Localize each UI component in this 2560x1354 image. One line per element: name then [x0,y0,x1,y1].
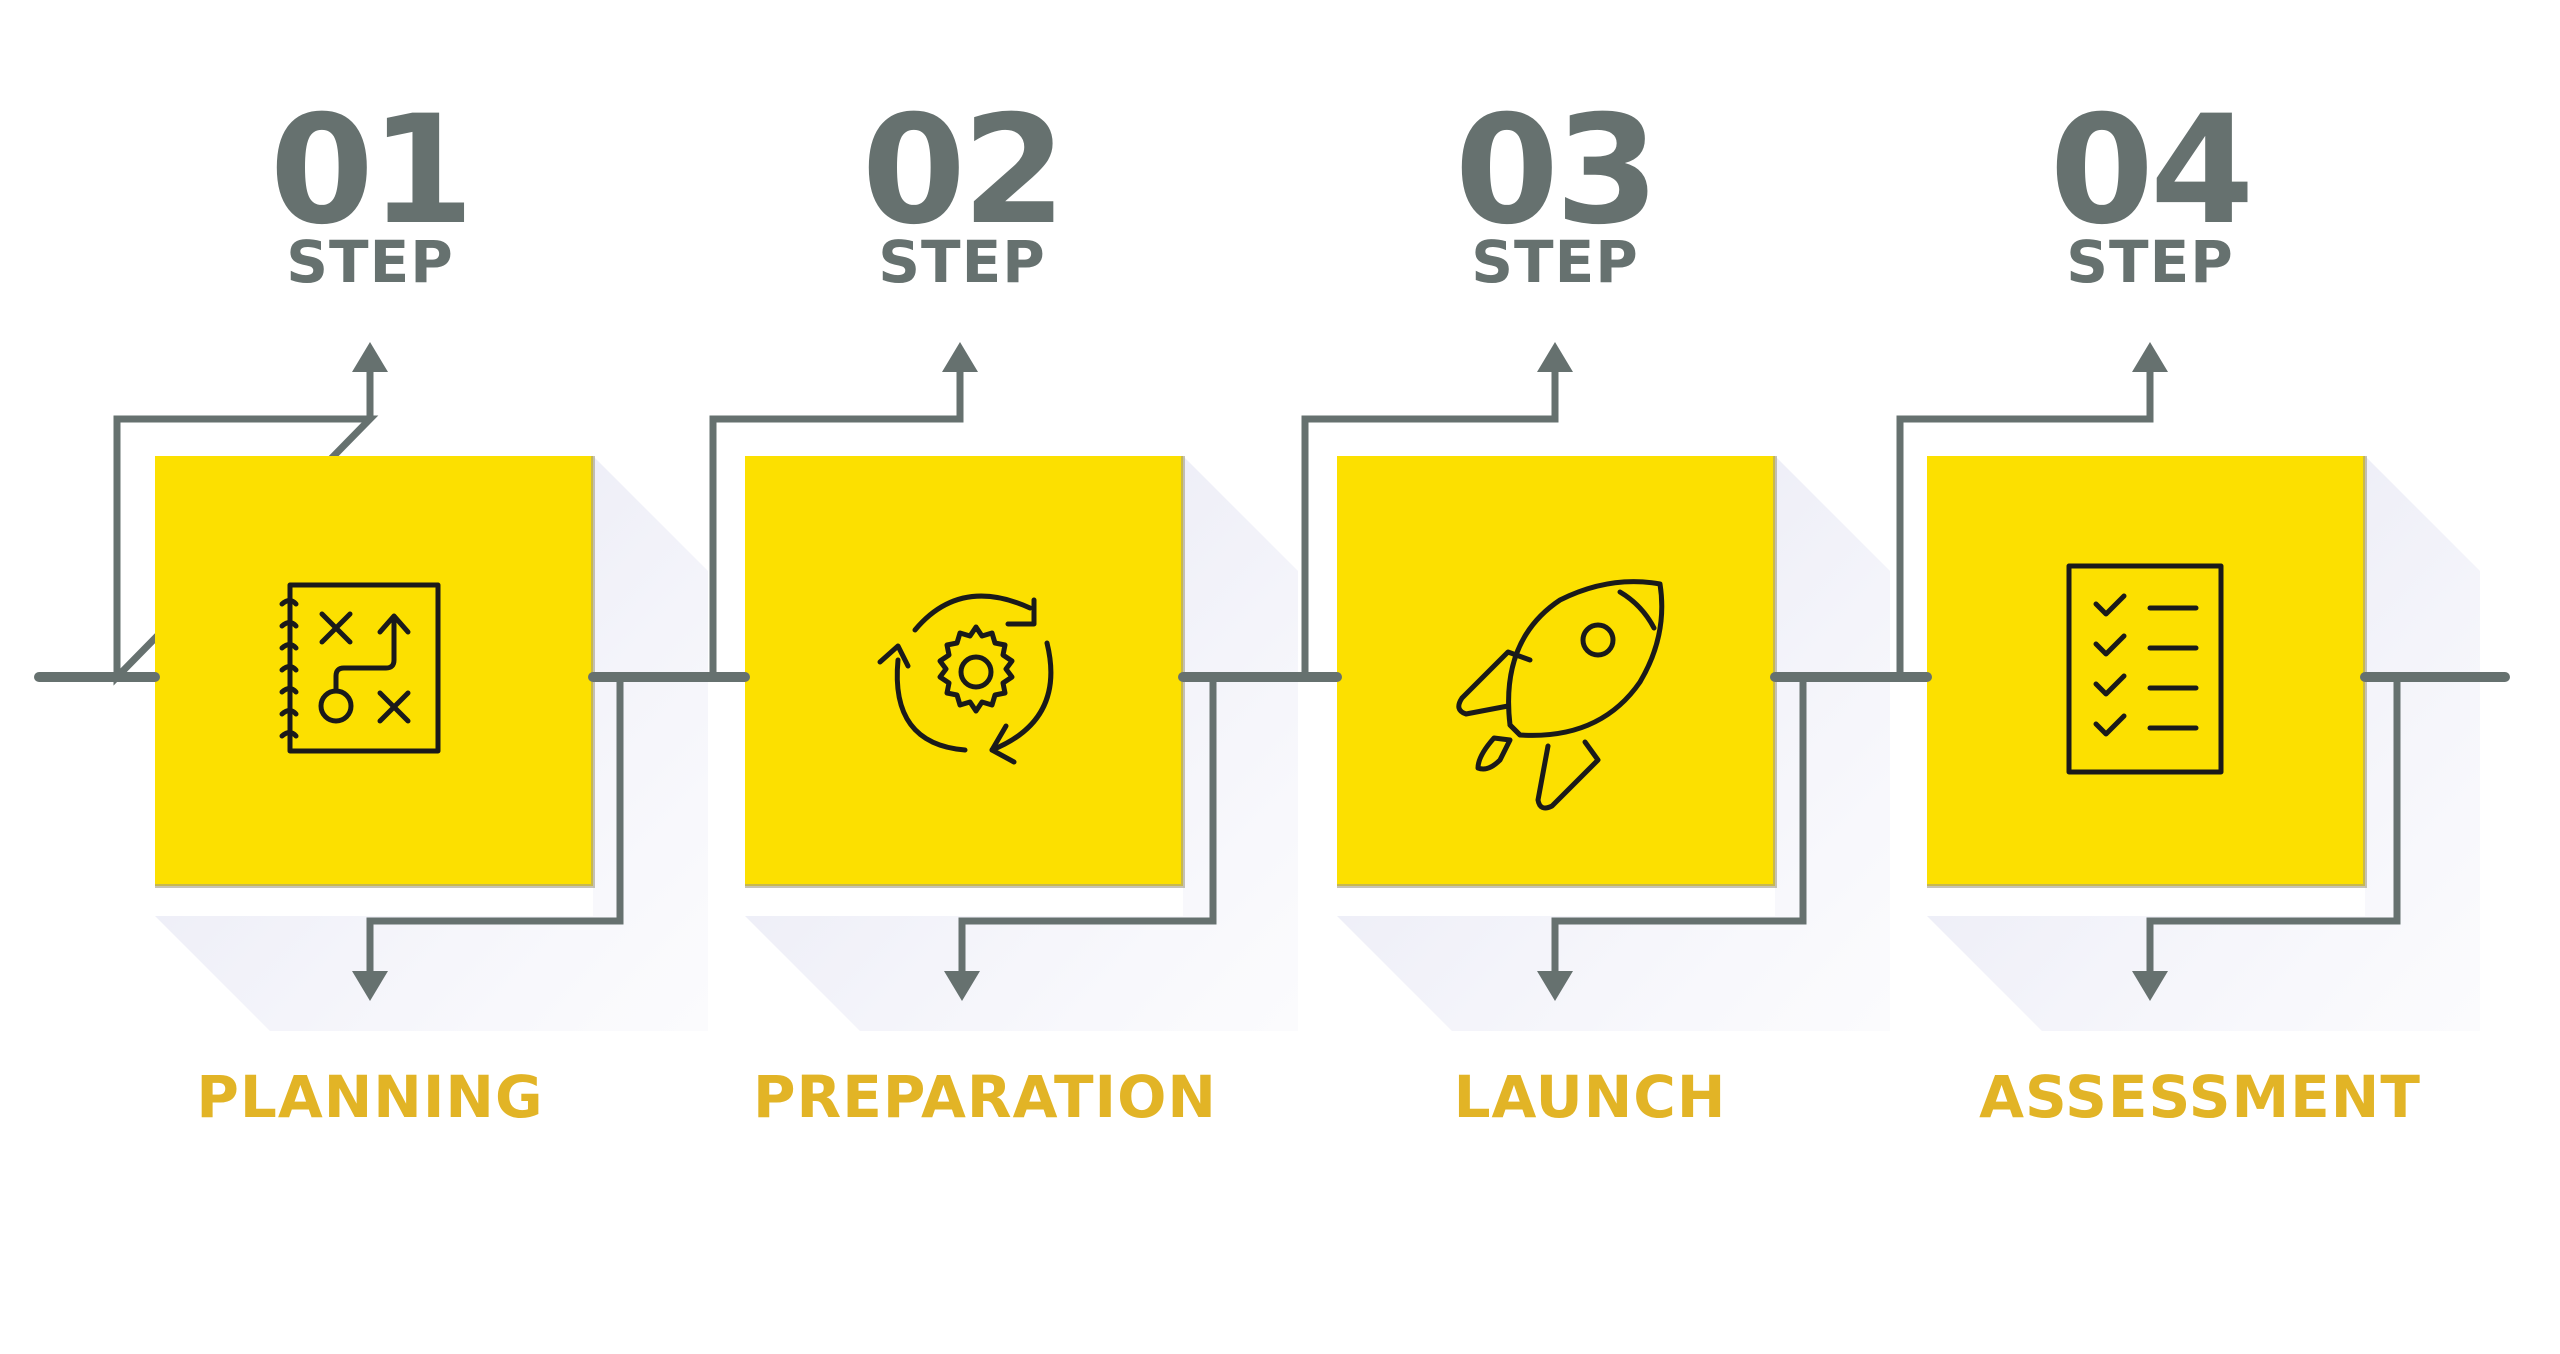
step-3-up-arrowhead [1537,342,1573,372]
step-1-down-arrow-connector [366,677,624,975]
step-4-down-arrow-connector [2146,677,2401,975]
step-4-card [1927,456,2365,886]
step-3-step-word: STEP [1471,228,1638,296]
step-1-number: 01 [270,84,471,258]
step-3-label: LAUNCH [1454,1063,1727,1131]
gear-cycle-icon [877,593,1054,765]
step-2-up-arrowhead [942,342,978,372]
step-3-shadow [1337,456,1890,1031]
step-2-down-arrow-connector [958,677,1217,975]
step-3-number: 03 [1455,84,1656,258]
step-4-number: 04 [2050,84,2251,258]
step-2-number: 02 [862,84,1063,258]
step-3-down-arrowhead [1537,971,1573,1001]
step-2-up-arrow-connector [709,370,964,677]
step-2-label-text: PREPARATION [753,1063,1217,1131]
step-1-step-word: STEP [286,228,453,296]
step-2-step-word: STEP [878,228,1045,296]
step-4-label: ASSESSMENT [1979,1063,2421,1131]
step-1-shadow [155,456,708,1031]
step-1-up-arrowhead [352,342,388,372]
rocket-icon [1456,579,1665,811]
step-2: 02 STEP PREPARATION [709,84,1298,1131]
step-4-card-edge [1927,456,2367,888]
step-3-down-arrow-connector [1551,677,1807,975]
step-1-down-arrowhead [352,971,388,1001]
step-2-card [745,456,1183,886]
step-3-card-edge [1337,456,1777,888]
step-1: 01 STEP PLANNING [113,84,708,1131]
step-4-up-arrow-connector [1896,370,2154,677]
step-4-step-word: STEP [2066,228,2233,296]
step-4-up-arrowhead [2132,342,2168,372]
step-1-card [155,456,593,886]
step-3: 03 STEP LAUNCH [1301,84,1890,1131]
strategy-board-icon [279,582,441,754]
step-1-label: PLANNING [196,1063,543,1131]
step-2-card-edge [745,456,1185,888]
step-4-down-arrowhead [2132,971,2168,1001]
step-4-shadow [1927,456,2480,1031]
step-3-card [1337,456,1775,886]
step-1-card-edge [155,456,595,888]
step-4: 04 STEP ASSESSMENT [1896,84,2480,1131]
step-2-down-arrowhead [944,971,980,1001]
step-2-shadow [745,456,1298,1031]
step-3-up-arrow-connector [1301,370,1559,677]
checklist-icon [2066,563,2224,775]
